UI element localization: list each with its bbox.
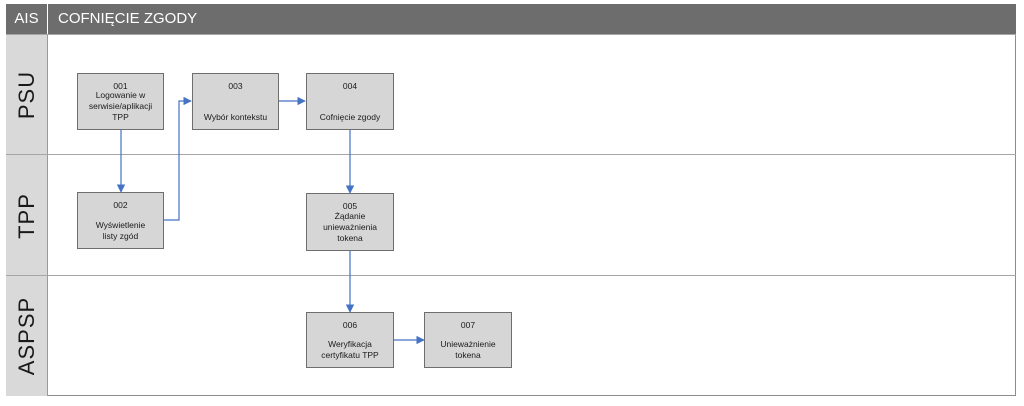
lane-tpp: TPP: [6, 155, 48, 276]
step-005-label: Żądanie unieważnienia tokena: [323, 211, 377, 243]
lane-aspsp: ASPSP: [6, 276, 48, 396]
step-001-number: 001: [113, 81, 128, 91]
step-005-number: 005: [342, 201, 358, 211]
lane-divider: [6, 34, 1016, 35]
step-004-label: Cofnięcie zgody: [319, 112, 381, 122]
step-007-label: Unieważnienie tokena: [440, 339, 496, 360]
step-002-number: 002: [113, 200, 128, 210]
step-004-number: 004: [342, 81, 358, 91]
step-007: 007 Unieważnienie tokena: [424, 312, 512, 368]
connector-002-003: [164, 96, 192, 221]
step-005: 005 Żądanie unieważnienia tokena: [306, 193, 394, 251]
header-domain-label: AIS: [6, 4, 48, 34]
step-006: 006 Weryfikacja certyfikatu TPP: [306, 312, 394, 368]
step-004: 004 Cofnięcie zgody: [306, 73, 394, 130]
step-007-number: 007: [460, 320, 476, 330]
step-001-label: Logowanie w serwisie/aplikacji TPP: [88, 90, 153, 122]
step-002: 002 Wyświetlenie listy zgód: [77, 192, 164, 249]
step-003-number: 003: [228, 81, 243, 91]
step-006-number: 006: [342, 320, 358, 330]
diagram-title: COFNIĘCIE ZGODY: [48, 4, 1016, 34]
lane-divider: [6, 154, 1016, 155]
lane-divider: [6, 275, 1016, 276]
step-002-label: Wyświetlenie listy zgód: [95, 220, 146, 241]
lane-psu: PSU: [6, 34, 48, 155]
step-003-label: Wybór kontekstu: [203, 112, 268, 122]
step-006-label: Weryfikacja certyfikatu TPP: [321, 339, 379, 360]
step-003: 003 Wybór kontekstu: [192, 73, 279, 130]
step-001: 001 Logowanie w serwisie/aplikacji TPP: [77, 73, 164, 130]
